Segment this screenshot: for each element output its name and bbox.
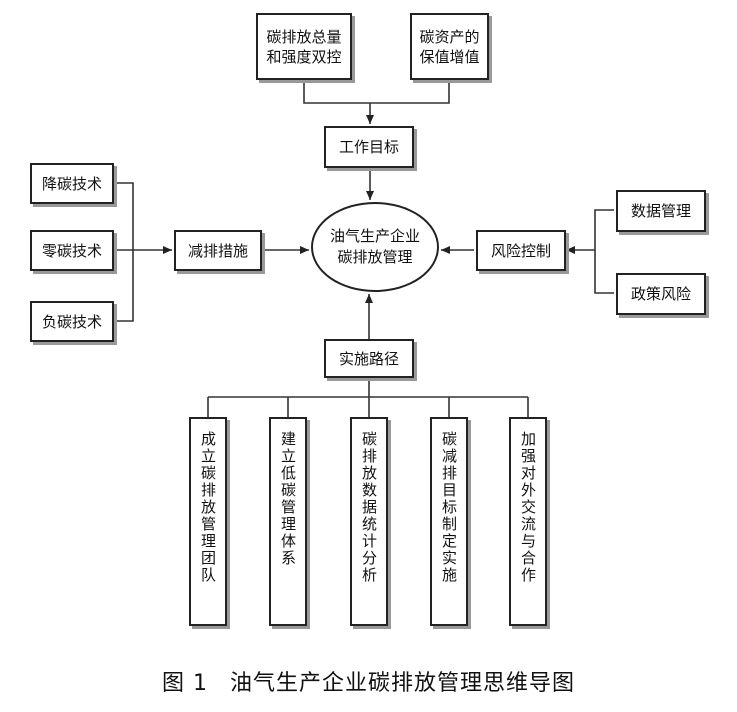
- node-implementation-path-label: 实施路径: [338, 349, 399, 368]
- node-reduce-carbon-tech-label: 降碳技术: [41, 174, 102, 193]
- node-risk-control-label: 风险控制: [490, 241, 551, 260]
- node-reduction-measures: 减排措施: [174, 230, 262, 271]
- node-policy-risk-label: 政策风险: [630, 285, 691, 303]
- line-top-left: [303, 80, 370, 104]
- node-policy-risk: 政策风险: [616, 273, 706, 315]
- figure-title: 油气生产企业碳排放管理思维导图: [229, 671, 575, 696]
- node-work-goal-label: 工作目标: [338, 138, 399, 156]
- node-reduce-carbon-tech: 降碳技术: [30, 163, 114, 204]
- node-reduction-targets: 碳减排目标制定实施: [430, 417, 468, 626]
- node-carbon-asset-line2: 保值增值: [419, 47, 480, 66]
- node-zero-carbon-tech: 零碳技术: [30, 230, 114, 271]
- node-zero-carbon-tech-label: 零碳技术: [41, 241, 102, 260]
- node-center: 油气生产企业 碳排放管理: [311, 202, 439, 292]
- node-negative-carbon-tech: 负碳技术: [30, 301, 114, 342]
- node-dual-control-line1: 碳排放总量: [266, 27, 342, 46]
- node-risk-control: 风险控制: [476, 230, 566, 271]
- node-implementation-path: 实施路径: [324, 339, 414, 378]
- node-dual-control-line2: 和强度双控: [266, 47, 342, 66]
- figure-caption: 图 1 油气生产企业碳排放管理思维导图: [0, 665, 737, 697]
- node-carbon-asset: 碳资产的 保值增值: [410, 13, 489, 80]
- node-data-statistics-label: 碳排放数据统计分析: [360, 431, 378, 584]
- node-low-carbon-system-label: 建立低碳管理体系: [279, 431, 297, 567]
- line-right-bracket: [594, 209, 614, 294]
- node-build-team-label: 成立碳排放管理团队: [199, 431, 217, 584]
- node-work-goal: 工作目标: [324, 126, 414, 168]
- node-data-management: 数据管理: [616, 190, 706, 232]
- line-top-right: [370, 80, 450, 104]
- node-build-team: 成立碳排放管理团队: [189, 417, 227, 626]
- node-data-management-label: 数据管理: [630, 202, 691, 220]
- node-low-carbon-system: 建立低碳管理体系: [269, 417, 307, 626]
- figure-number: 图 1: [161, 671, 208, 696]
- node-data-statistics: 碳排放数据统计分析: [350, 417, 388, 626]
- line-tech-bracket: [114, 182, 134, 322]
- node-external-cooperation: 加强对外交流与合作: [509, 417, 547, 626]
- node-center-line2: 碳排放管理: [337, 248, 413, 266]
- node-carbon-asset-line1: 碳资产的: [419, 27, 480, 46]
- node-external-cooperation-label: 加强对外交流与合作: [519, 431, 537, 584]
- node-center-line1: 油气生产企业: [329, 227, 420, 245]
- node-dual-control: 碳排放总量 和强度双控: [256, 13, 352, 80]
- node-reduction-measures-label: 减排措施: [187, 241, 248, 260]
- node-negative-carbon-tech-label: 负碳技术: [41, 312, 102, 331]
- node-reduction-targets-label: 碳减排目标制定实施: [440, 431, 458, 584]
